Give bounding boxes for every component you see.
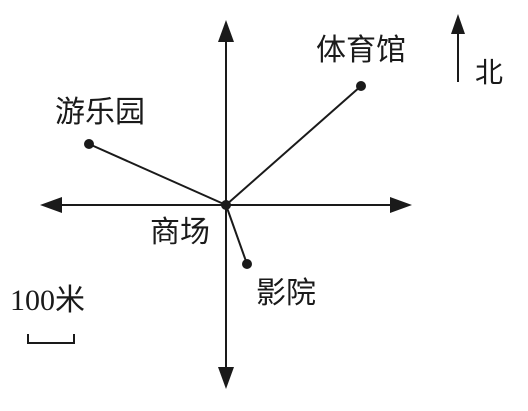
cinema-point: [242, 259, 252, 269]
line-to-stadium: [225, 85, 362, 206]
center-label: 商场: [150, 215, 210, 250]
park-point: [84, 139, 94, 149]
north-indicator-arrowhead: [451, 14, 465, 34]
stadium-label: 体育馆: [316, 33, 406, 68]
line-to-park: [88, 143, 227, 206]
park-label: 游乐园: [55, 95, 145, 130]
south-arrowhead: [218, 367, 234, 389]
scale-bar: [27, 334, 75, 344]
west-arrowhead: [40, 197, 62, 213]
north-label: 北: [475, 56, 503, 89]
east-arrowhead: [390, 197, 412, 213]
cinema-label: 影院: [256, 276, 316, 311]
scale-label: 100米: [10, 284, 85, 317]
line-to-cinema: [225, 204, 248, 265]
stadium-point: [356, 81, 366, 91]
north-arrowhead: [218, 20, 234, 42]
center-point: [221, 200, 231, 210]
